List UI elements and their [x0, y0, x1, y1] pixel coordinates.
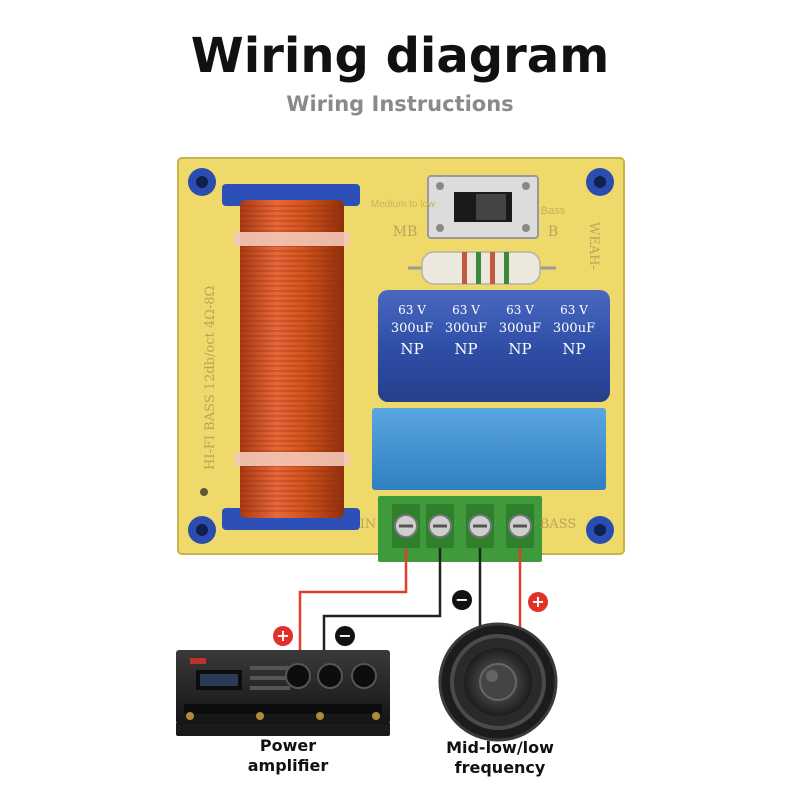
terminal-screw [466, 504, 494, 548]
polarity-negative-icon: − [452, 590, 472, 610]
page-title: Wiring diagram [190, 28, 610, 84]
range-switch[interactable] [427, 175, 539, 239]
mounting-hole [586, 516, 614, 544]
switch-left-label: Medium to low [371, 199, 436, 210]
electrolytic-capacitor-bank: 63 V 300uF NP 63 V 300uF NP 63 V 300uF NP 63 V 300… [378, 290, 610, 402]
svg-text:300uF: 300uF [553, 321, 595, 336]
svg-text:−: − [338, 626, 351, 645]
mounting-hole [188, 516, 216, 544]
svg-text:63 V: 63 V [398, 303, 426, 317]
capacitor-label: 63 V 300uF NP [553, 303, 595, 358]
terminal-bass-label: BASS [540, 517, 577, 532]
inductor-coil [222, 184, 360, 530]
polarity-positive-icon: + [273, 626, 293, 646]
wire-amp-negative [322, 548, 442, 660]
svg-text:NP: NP [400, 340, 423, 358]
terminal-screw [426, 504, 454, 548]
board-side-print: HI-FI BASS 12db/oct 4Ω-8Ω [203, 286, 218, 470]
capacitor-label: 63 V 300uF NP [499, 303, 541, 358]
svg-text:NP: NP [562, 340, 585, 358]
svg-text:300uF: 300uF [391, 321, 433, 336]
amplifier-label: Power amplifier [247, 736, 329, 775]
svg-text:300uF: 300uF [445, 321, 487, 336]
woofer-speaker [438, 622, 558, 742]
terminal-in-label: IN [360, 517, 377, 532]
terminal-block [378, 496, 542, 562]
terminal-screw [506, 504, 534, 548]
wires [298, 548, 522, 660]
svg-text:NP: NP [508, 340, 531, 358]
wire-amp-positive [298, 548, 408, 660]
page-subtitle: Wiring Instructions [286, 92, 514, 116]
svg-text:NP: NP [454, 340, 477, 358]
mounting-hole [188, 168, 216, 196]
capacitor-label: 63 V 300uF NP [445, 303, 487, 358]
svg-text:63 V: 63 V [560, 303, 588, 317]
svg-text:+: + [276, 626, 289, 645]
capacitor-label: 63 V 300uF NP [391, 303, 433, 358]
svg-text:63 V: 63 V [506, 303, 534, 317]
switch-right-label: Bass [541, 205, 566, 217]
svg-text:−: − [455, 590, 468, 609]
svg-text:300uF: 300uF [499, 321, 541, 336]
film-capacitor [372, 408, 606, 490]
switch-left-code: MB [393, 224, 418, 240]
board-side-print-right: WEAH- [586, 222, 601, 270]
polarity-negative-icon: − [335, 626, 355, 646]
power-amplifier [176, 650, 390, 736]
polarity-positive-icon: + [528, 592, 548, 612]
svg-text:63 V: 63 V [452, 303, 480, 317]
switch-right-code: B [548, 224, 558, 240]
speaker-label: Mid-low/low frequency [446, 738, 554, 777]
mounting-hole [586, 168, 614, 196]
svg-text:+: + [531, 592, 544, 611]
resistor [408, 251, 556, 285]
terminal-screw [392, 504, 420, 548]
